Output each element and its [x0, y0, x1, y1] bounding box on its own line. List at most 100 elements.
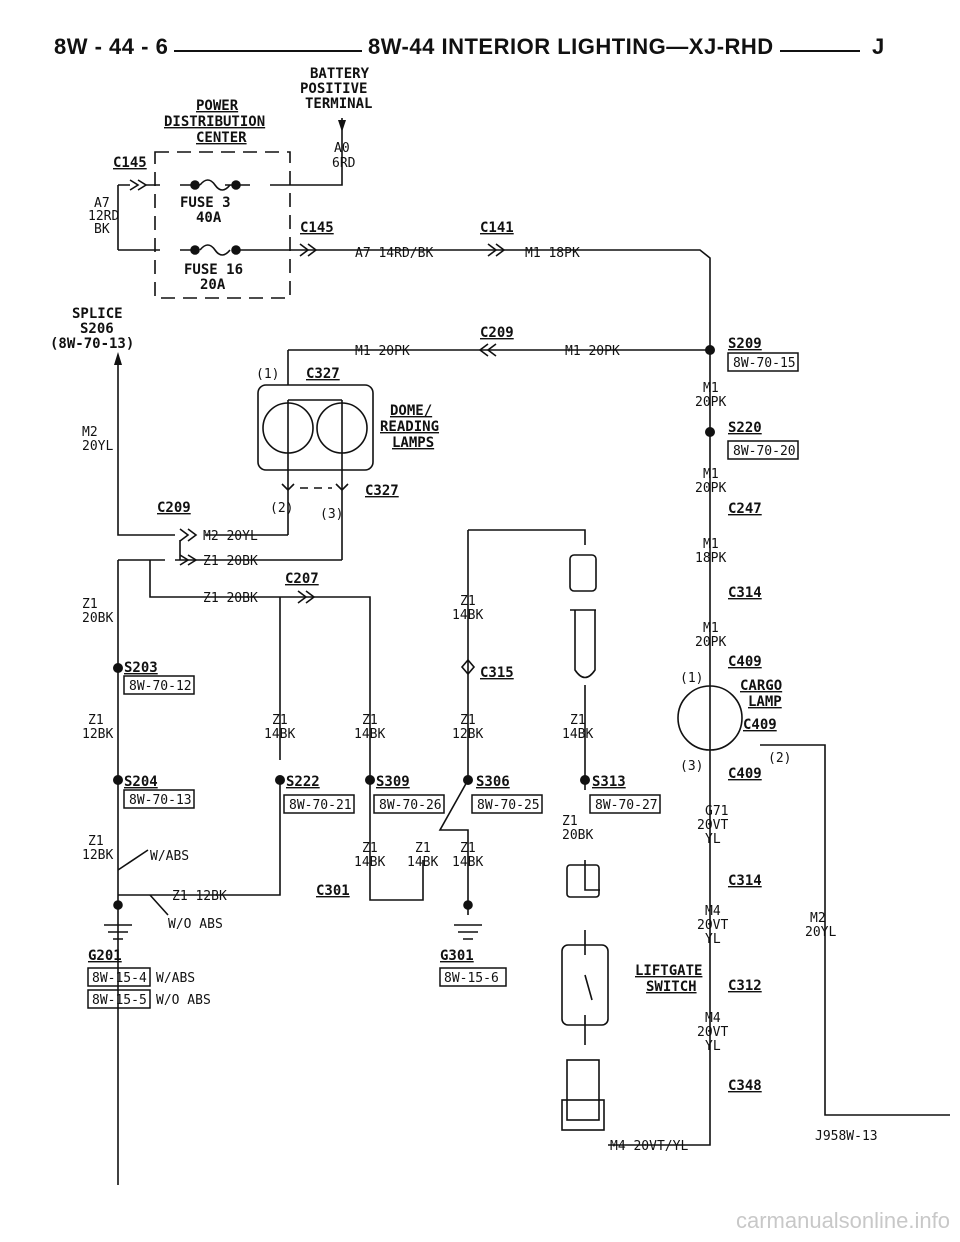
wire-z1-left-20-2: 20BK	[82, 611, 113, 626]
connector-s309: S309	[376, 774, 410, 790]
battery-label-2: POSITIVE	[300, 81, 367, 97]
wire-a7: A7 14RD/BK	[355, 246, 433, 261]
wire-m2left-2: 20YL	[82, 439, 113, 454]
connector-c409b: C409	[743, 717, 777, 733]
wire-z1-14a-2: 14BK	[452, 608, 483, 623]
pdc-label-2: DISTRIBUTION	[164, 114, 265, 130]
pin-3b: (3)	[680, 759, 703, 774]
page-footer: carmanualsonline.info	[0, 1208, 960, 1242]
dome-label-1: DOME/	[390, 403, 432, 419]
connector-g301: G301	[440, 948, 474, 964]
cargo-label-2: LAMP	[748, 694, 782, 710]
wire-m2left-1: M2	[82, 425, 98, 440]
connector-g201: G201	[88, 948, 122, 964]
wire-a7left-2: 12RD	[88, 209, 119, 224]
figure-id: J958W-13	[815, 1129, 878, 1144]
header-title: 8W-44 INTERIOR LIGHTING—XJ-RHD	[362, 34, 780, 60]
wire-z1-left-12b-2: 12BK	[82, 848, 113, 863]
connector-c207: C207	[285, 571, 319, 587]
fuse3-label-2: 40A	[196, 210, 222, 226]
wire-z1-s313-1: Z1	[562, 814, 578, 829]
battery-label-1: BATTERY	[310, 66, 370, 82]
label-wo-abs-ref: W/O ABS	[156, 993, 211, 1008]
connector-c145b: C145	[300, 220, 334, 236]
connector-c314b: C314	[728, 873, 762, 889]
wire-m1-s220-2: 20PK	[695, 481, 726, 496]
liftgate-label-2: SWITCH	[646, 979, 697, 995]
wire-z1-left-12a-2: 12BK	[82, 727, 113, 742]
ref-g201b: 8W-15-5	[92, 993, 147, 1008]
wire-m4a-2: 20VT	[697, 918, 728, 933]
ref-s209: 8W-70-15	[733, 356, 796, 371]
pin-1a: (1)	[256, 367, 279, 382]
wire-g71-1: G71	[705, 804, 728, 819]
wire-g71-2: 20VT	[697, 818, 728, 833]
wire-z1-20bk-b: Z1 20BK	[203, 591, 258, 606]
connector-c209b: C209	[157, 500, 191, 516]
dome-label-3: LAMPS	[392, 435, 434, 451]
ref-s306: 8W-70-25	[477, 798, 540, 813]
wire-z1-12c-2: 12BK	[452, 727, 483, 742]
wire-a0-2: 6RD	[332, 156, 356, 171]
wire-m4a-3: YL	[705, 932, 721, 947]
wire-z1-14g-1: Z1	[460, 841, 476, 856]
pin-2b: (2)	[768, 751, 791, 766]
ref-g201a: 8W-15-4	[92, 971, 147, 986]
battery-label-3: TERMINAL	[305, 96, 372, 112]
wire-m4-bottom: M4 20VT/YL	[610, 1139, 688, 1154]
connector-c409c: C409	[728, 766, 762, 782]
connector-s203: S203	[124, 660, 158, 676]
connector-c315: C315	[480, 665, 514, 681]
wire-m2-20yl: M2 20YL	[203, 529, 258, 544]
wire-m2right-2: 20YL	[805, 925, 836, 940]
wire-m1-s209-1: M1	[703, 381, 719, 396]
wire-z1-14c-2: 14BK	[354, 727, 385, 742]
splice-label-2: S206	[80, 321, 114, 337]
wire-m1-20a: M1 20PK	[355, 344, 410, 359]
wire-z1-s313-2: 20BK	[562, 828, 593, 843]
wire-z1-left-12b-1: Z1	[88, 834, 104, 849]
wire-z1-14d-2: 14BK	[562, 727, 593, 742]
pdc-label-1: POWER	[196, 98, 239, 114]
connector-c145a: C145	[113, 155, 147, 171]
splice-label-3: (8W-70-13)	[50, 336, 134, 352]
diagram-text: BATTERY POSITIVE TERMINAL POWER DISTRIBU…	[50, 66, 878, 1154]
wire-m1-20b: M1 20PK	[565, 344, 620, 359]
wire-z1-12bk: Z1 12BK	[172, 889, 227, 904]
wire-m1-s220-1: M1	[703, 467, 719, 482]
ref-s222: 8W-70-21	[289, 798, 352, 813]
ref-s220: 8W-70-20	[733, 444, 796, 459]
liftgate-label-1: LIFTGATE	[635, 963, 702, 979]
pin-3a: (3)	[320, 507, 343, 522]
header-rule-left	[170, 50, 370, 52]
label-wo-abs: W/O ABS	[168, 917, 223, 932]
ref-s203: 8W-70-12	[129, 679, 192, 694]
wire-z1-left-20-1: Z1	[82, 597, 98, 612]
wire-z1-14g-2: 14BK	[452, 855, 483, 870]
connector-s222: S222	[286, 774, 320, 790]
connector-c348: C348	[728, 1078, 762, 1094]
ref-s309: 8W-70-26	[379, 798, 442, 813]
connector-s220: S220	[728, 420, 762, 436]
fuse16-label-1: FUSE 16	[184, 262, 243, 278]
wire-g71-3: YL	[705, 832, 721, 847]
dome-label-2: READING	[380, 419, 439, 435]
header-left: 8W - 44 - 6	[48, 34, 175, 60]
wire-z1-14e-1: Z1	[362, 841, 378, 856]
wire-z1-14f-1: Z1	[415, 841, 431, 856]
connector-s313: S313	[592, 774, 626, 790]
connector-s209: S209	[728, 336, 762, 352]
wire-z1-14e-2: 14BK	[354, 855, 385, 870]
connector-s204: S204	[124, 774, 158, 790]
wire-z1-12c-1: Z1	[460, 713, 476, 728]
wire-a7left-1: A7	[94, 196, 110, 211]
wire-m1-18pk-1: M1	[703, 537, 719, 552]
wire-z1-14b-1: Z1	[272, 713, 288, 728]
wire-z1-20bk-a: Z1 20BK	[203, 554, 258, 569]
connector-c314a: C314	[728, 585, 762, 601]
fuse3-label-1: FUSE 3	[180, 195, 231, 211]
pdc-label-3: CENTER	[196, 130, 247, 146]
wire-z1-14b-2: 14BK	[264, 727, 295, 742]
connector-c312: C312	[728, 978, 762, 994]
